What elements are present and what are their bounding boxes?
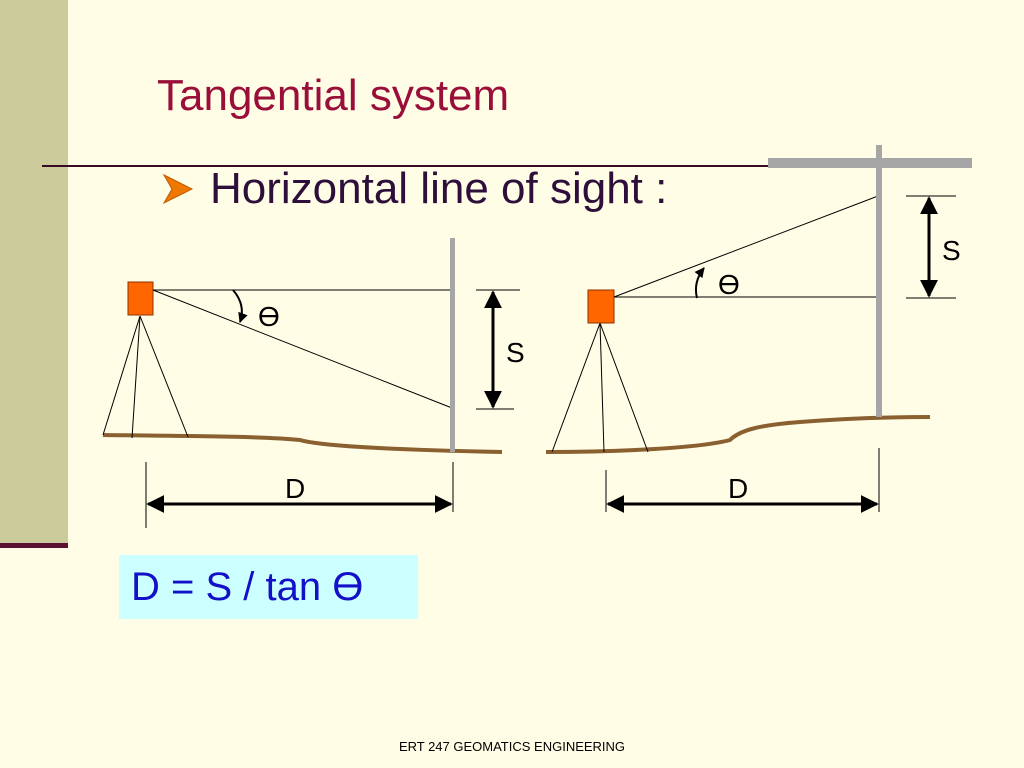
diagram-right: Ө S D <box>545 145 972 513</box>
arrowhead-bullet-icon <box>162 174 194 205</box>
diagram-left: Ө S D <box>102 238 525 528</box>
angle-label-left: Ө <box>258 301 280 332</box>
staff-right <box>876 145 882 417</box>
left-bar-underline <box>0 543 68 548</box>
bullet-text: Horizontal line of sight : <box>210 164 668 213</box>
angle-arc-left <box>232 289 248 323</box>
slide-title: Tangential system <box>157 71 510 120</box>
title-divider <box>42 165 972 167</box>
tripod-left <box>102 315 189 439</box>
angle-arc-right <box>694 267 705 299</box>
instrument-left <box>127 281 154 316</box>
inclined-sight-right <box>613 195 879 298</box>
slide-footer: ERT 247 GEOMATICS ENGINEERING <box>398 739 626 754</box>
tripod-right <box>551 322 649 453</box>
bullet-item: Horizontal line of sight : <box>160 164 668 213</box>
formula-box: D = S / tan Ө <box>119 555 418 619</box>
ground-left <box>102 433 503 454</box>
left-decorative-bar <box>0 0 68 545</box>
inclined-sight-left <box>152 289 453 409</box>
ground-right <box>545 415 931 454</box>
angle-label-right: Ө <box>718 269 740 300</box>
instrument-right <box>587 289 615 324</box>
staff-top-bar <box>768 158 972 168</box>
d-label-left: D <box>285 473 305 504</box>
formula-text: D = S / tan Ө <box>131 564 364 609</box>
d-label-right: D <box>728 473 748 504</box>
staff-left <box>450 238 455 452</box>
s-label-left: S <box>506 337 525 368</box>
s-label-right: S <box>942 235 961 266</box>
